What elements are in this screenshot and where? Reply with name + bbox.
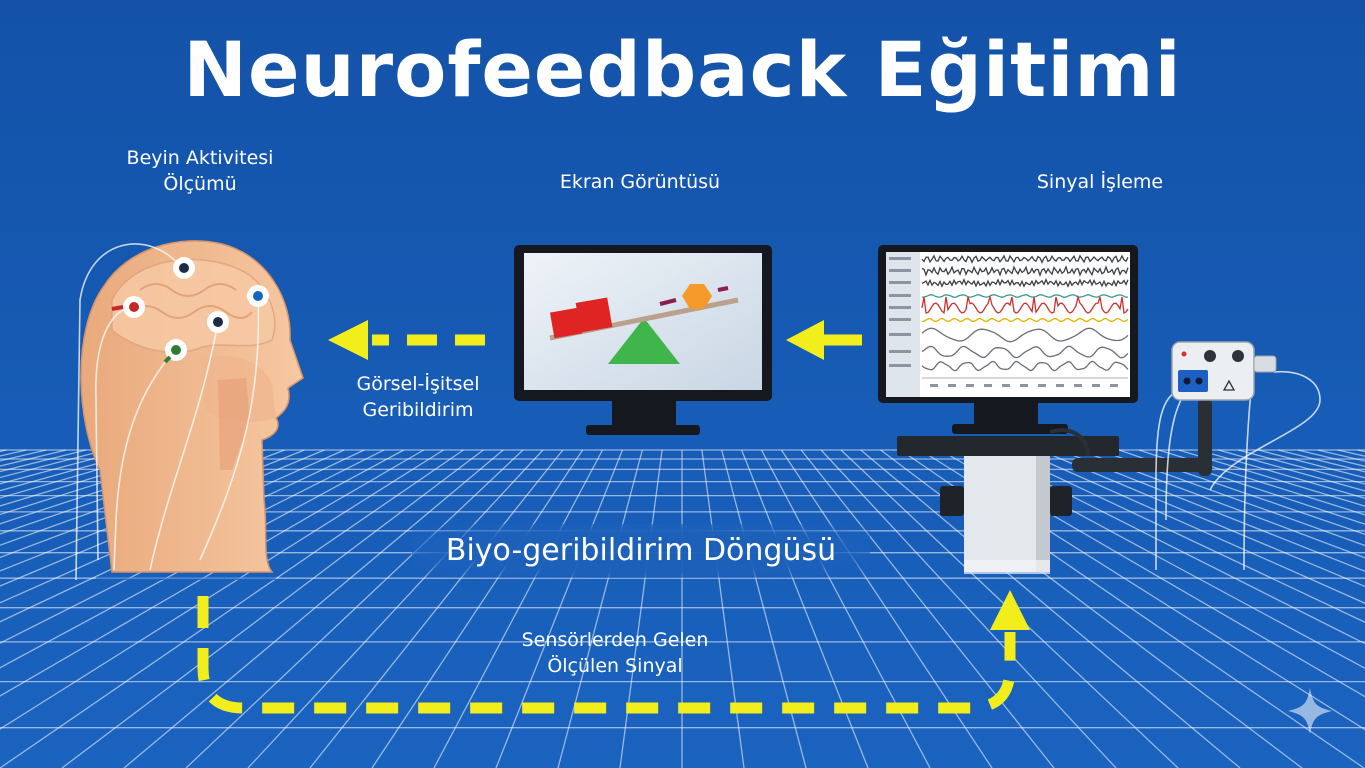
feedback-label-line1: Görsel-İşitsel [356, 373, 480, 395]
feedback-label-line2: Geribildirim [362, 398, 474, 421]
balance-scale-icon [549, 284, 739, 364]
feedback-monitor-icon [514, 245, 772, 435]
eeg-waveform-icon [889, 254, 1129, 379]
sensor-signal-label: Sensörlerden Gelen Ölçülen Sinyal [480, 628, 750, 679]
brain-activity-label-line1: Beyin Aktivitesi [126, 147, 274, 169]
sensor-label-line1: Sensörlerden Gelen [521, 629, 709, 651]
diagram-title: Neurofeedback Eğitimi [183, 25, 1182, 114]
arrow-processing-to-screen [786, 320, 862, 360]
sensor-label-line2: Ölçülen Sinyal [547, 654, 683, 677]
eeg-electrode-icon [111, 257, 269, 364]
sparkle-icon [1288, 688, 1332, 734]
signal-processing-label: Sinyal İşleme [1036, 171, 1164, 193]
brain-activity-label-line2: Ölçümü [163, 172, 237, 195]
feedback-arrow-to-head [328, 320, 485, 360]
screen-display-label: Ekran Görüntüsü [559, 171, 721, 193]
brain-activity-label: Beyin Aktivitesi Ölçümü [90, 146, 310, 197]
signal-processing-station [878, 245, 1321, 574]
amplifier-device-icon [1171, 341, 1277, 401]
human-head-icon [75, 240, 304, 581]
audio-visual-feedback-label: Görsel-İşitsel Geribildirim [318, 372, 518, 423]
biofeedback-loop-label: Biyo-geribildirim Döngüsü [412, 524, 870, 578]
sensor-signal-arrow [197, 590, 1030, 714]
